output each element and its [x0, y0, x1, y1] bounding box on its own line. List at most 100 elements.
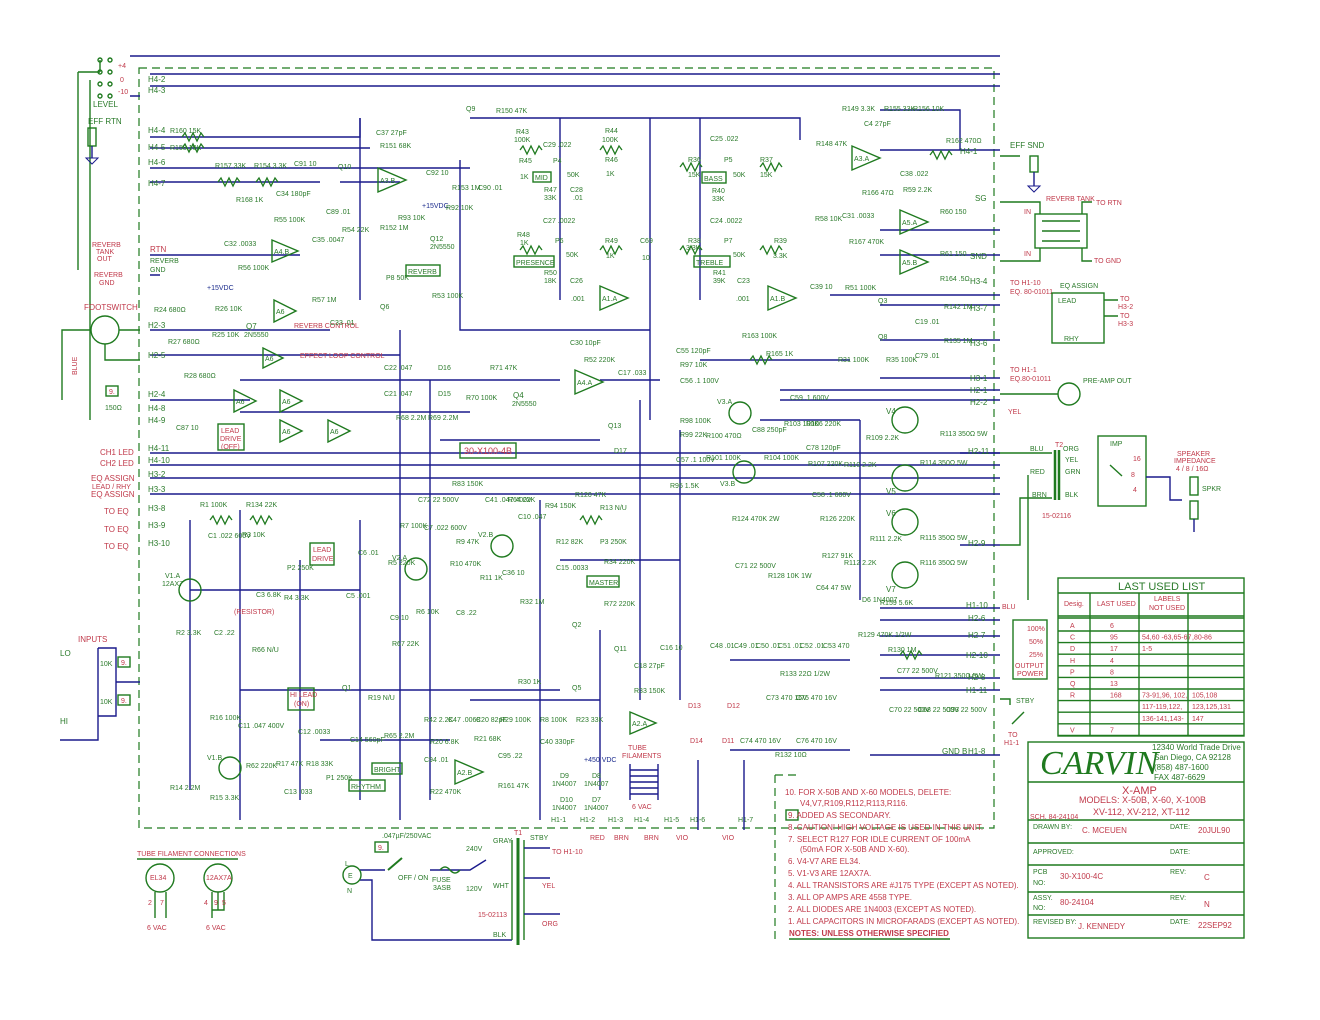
svg-text:PCB: PCB — [1033, 869, 1048, 876]
svg-text:C59 .1 600V: C59 .1 600V — [790, 395, 829, 402]
svg-text:R47: R47 — [544, 187, 557, 194]
tap-wht: WHT — [493, 883, 510, 890]
svg-text:R61 150: R61 150 — [940, 251, 967, 258]
svg-text:C48 .01: C48 .01 — [710, 643, 735, 650]
svg-text:R9 47K: R9 47K — [456, 539, 480, 546]
svg-text:R16 100K: R16 100K — [210, 715, 241, 722]
svg-text:R150 47K: R150 47K — [496, 108, 527, 115]
svg-text:A5.B: A5.B — [902, 260, 918, 267]
address-line-2: San Diego, CA 92128 — [1154, 753, 1231, 762]
svg-text:R134 22K: R134 22K — [246, 502, 277, 509]
board-id-box — [459, 442, 517, 459]
hv-label: +450 VDC — [584, 757, 617, 764]
svg-text:D8: D8 — [592, 773, 601, 780]
pin-h2-4: H2-4 — [148, 390, 166, 399]
svg-text:R154 3.3K: R154 3.3K — [254, 163, 287, 170]
table-cell: R — [1070, 693, 1075, 700]
svg-text:3ASB: 3ASB — [433, 885, 451, 892]
table-cell: ,80-86 — [1192, 635, 1212, 642]
address-line-1: 12340 World Trade Drive — [1152, 743, 1241, 752]
svg-text:V5: V5 — [886, 487, 896, 496]
note-4: 4. ALL TRANSISTORS ARE #J175 TYPE (EXCEP… — [788, 881, 1019, 890]
ch2-led-label: CH2 LED — [100, 459, 134, 468]
svg-text:R41: R41 — [713, 270, 726, 277]
svg-text:(OFF): (OFF) — [221, 444, 240, 451]
svg-text:C8 .22: C8 .22 — [456, 610, 477, 617]
address-fax: FAX 487-6629 — [1154, 773, 1206, 782]
pin-h4-9: H4-9 — [148, 416, 166, 425]
svg-text:2N5550: 2N5550 — [244, 332, 269, 339]
imp-4: 4 — [1133, 487, 1137, 494]
footswitch-jack[interactable]: FOOTSWITCH — [61, 303, 140, 400]
svg-text:Q6: Q6 — [380, 304, 389, 311]
pcb-number: 30-X100-4C — [1060, 872, 1103, 881]
svg-text:C5 .001: C5 .001 — [346, 593, 371, 600]
note-2: 2. ALL DIODES ARE 1N4003 (EXCEPT AS NOTE… — [788, 905, 976, 914]
svg-text:A3.A: A3.A — [854, 156, 870, 163]
speaker-output[interactable]: SPEAKER IMPEDANCE 4 / 8 / 16Ω SPKR — [1146, 451, 1221, 532]
note-7: 7. SELECT R127 FOR IDLE CURRENT OF 100mA — [788, 835, 971, 844]
svg-text:R107 220K: R107 220K — [808, 461, 843, 468]
svg-text:A6: A6 — [282, 429, 291, 436]
impedance-selector[interactable]: IMP 16 8 4 — [1097, 435, 1147, 507]
svg-text:V6: V6 — [886, 509, 896, 518]
product-name: X-AMP — [1122, 785, 1157, 797]
svg-text:L: L — [345, 861, 349, 868]
inputs-label: INPUTS — [78, 635, 107, 644]
12ax7a-label: 12AX7A — [206, 875, 232, 882]
table-cell: 7 — [1110, 727, 1114, 734]
svg-text:9: 9 — [214, 900, 218, 907]
svg-text:NOT USED: NOT USED — [1149, 605, 1185, 612]
svg-text:10: 10 — [642, 255, 650, 262]
svg-text:BRN: BRN — [1032, 492, 1047, 499]
svg-text:REVISED BY:: REVISED BY: — [1033, 919, 1077, 926]
svg-text:C50 .01: C50 .01 — [756, 643, 781, 650]
svg-text:R8 100K: R8 100K — [540, 717, 568, 724]
bass-control-box: BASS — [704, 176, 723, 183]
svg-text:H1-11: H1-11 — [966, 686, 988, 695]
svg-text:3.3K: 3.3K — [686, 245, 701, 252]
svg-text:7: 7 — [160, 900, 164, 907]
power-switch-label: OFF / ON — [398, 875, 428, 882]
level-minus10: -10 — [118, 89, 128, 96]
svg-text:1N4007: 1N4007 — [584, 781, 609, 788]
svg-text:R2 3.3K: R2 3.3K — [176, 630, 202, 637]
svg-text:D12: D12 — [727, 703, 740, 710]
svg-text:.001: .001 — [736, 296, 750, 303]
svg-text:Desig.: Desig. — [1064, 601, 1084, 608]
svg-text:A6: A6 — [330, 429, 339, 436]
to-rtn-label: TO RTN — [1096, 200, 1122, 207]
note-6: 6. V4-V7 ARE EL34. — [788, 857, 861, 866]
svg-text:R100 470Ω: R100 470Ω — [706, 433, 742, 440]
reverb-tank[interactable]: REVERB TANK IN IN TO RTN TO GND — [1000, 196, 1122, 265]
svg-text:GND: GND — [99, 280, 115, 287]
op-amps: A1.A A1.B A3.A A5.A A5.B A3.B A4.B A4.A … — [233, 144, 930, 786]
svg-text:C26: C26 — [570, 278, 583, 285]
eff-snd-jack[interactable]: EFF SND — [1000, 141, 1044, 193]
svg-text:R160 15K: R160 15K — [170, 128, 201, 135]
svg-text:R40: R40 — [712, 188, 725, 195]
svg-text:+15VDC: +15VDC — [422, 203, 449, 210]
revised-by: J. KENNEDY — [1078, 922, 1126, 931]
svg-text:C15 .0033: C15 .0033 — [556, 565, 588, 572]
svg-text:R121 350Ω 5W: R121 350Ω 5W — [935, 673, 983, 680]
svg-text:DATE:: DATE: — [1170, 919, 1190, 926]
svg-text:R34 220K: R34 220K — [604, 559, 635, 566]
preamp-out-jack[interactable]: PRE-AMP OUT — [1000, 378, 1132, 406]
svg-text:R163 100K: R163 100K — [742, 333, 777, 340]
svg-text:R115 350Ω 5W: R115 350Ω 5W — [920, 535, 968, 542]
svg-text:R58 10K: R58 10K — [815, 216, 843, 223]
level-switch[interactable]: +4 0 -10 LEVEL — [77, 57, 128, 420]
svg-text:D16: D16 — [438, 365, 451, 372]
svg-text:R56 100K: R56 100K — [238, 265, 269, 272]
svg-text:GRN: GRN — [1065, 469, 1081, 476]
svg-text:H2-10: H2-10 — [966, 651, 988, 660]
pcb-rev: C — [1204, 873, 1210, 882]
svg-text:R44: R44 — [605, 128, 618, 135]
svg-text:R4 3.3K: R4 3.3K — [284, 595, 310, 602]
